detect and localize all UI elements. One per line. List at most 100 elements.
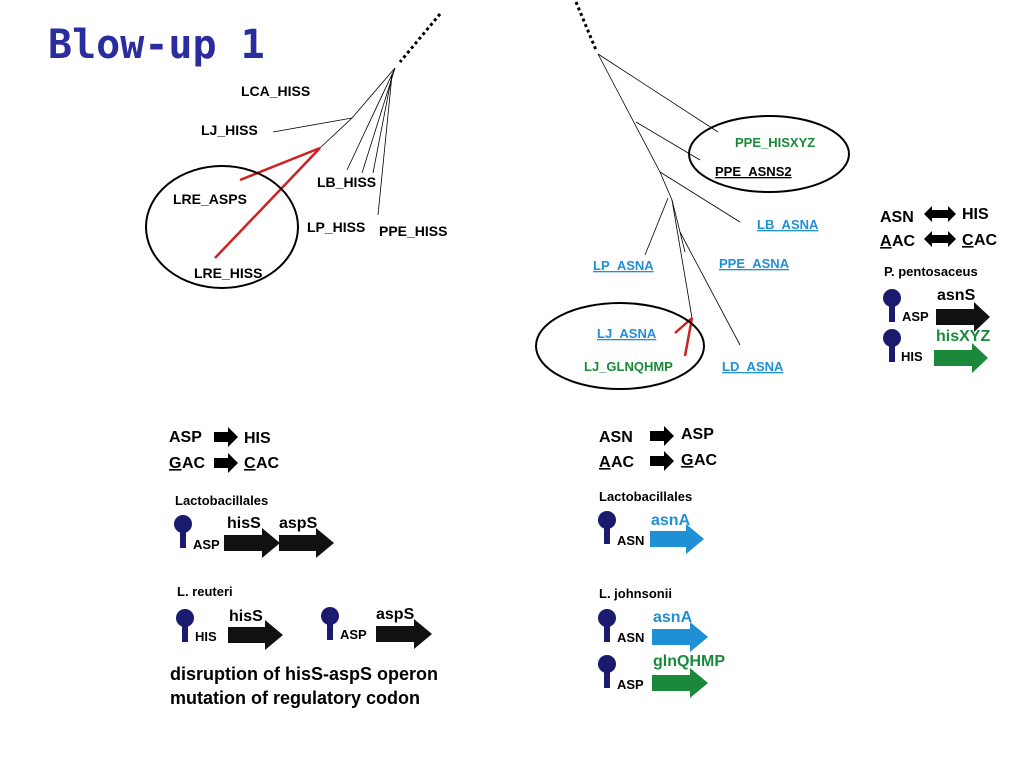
left-tree: LCA_HISS LJ_HISS LRE_ASPS LB_HISS LP_HIS… xyxy=(145,13,447,289)
label-lb-hiss: LB_HISS xyxy=(317,174,376,190)
label-ppe-hiss: PPE_HISS xyxy=(379,223,447,239)
right-tree-root-dotted xyxy=(574,1,598,51)
gene-arrow-black xyxy=(279,528,334,558)
legend-right-ligand1: ASP xyxy=(902,309,929,324)
legend-right-row2-right-rest: AC xyxy=(974,232,998,249)
gene-arrow-blue xyxy=(650,524,704,554)
legend-mid-row2-to-underlined: G xyxy=(681,452,693,469)
legend-right-row2-left-underlined: A xyxy=(880,233,892,250)
legend-mid-row1-from: ASN xyxy=(599,429,633,446)
left-tree-root-dotted xyxy=(398,13,442,63)
legend-left-group2: L. reuteri xyxy=(177,584,233,599)
right-arrow-icon xyxy=(214,427,238,447)
legend-left-row2-to-rest: AC xyxy=(256,455,280,472)
legend-mid-row2-from-rest: AC xyxy=(611,454,635,471)
legend-mid-group2-gene2: glnQHMP xyxy=(653,653,725,670)
right-tree-branch xyxy=(671,199,693,319)
left-tree-branch xyxy=(361,67,396,174)
legend-right-ligand2: HIS xyxy=(901,349,923,364)
legend-left: ASP HIS G AC C AC Lactobacillales ASP hi… xyxy=(169,427,438,708)
terminator-icon xyxy=(598,655,616,688)
legend-mid-row2-from-underlined: A xyxy=(599,454,611,471)
terminator-icon xyxy=(598,609,616,642)
legend-right-row2-right-underlined: C xyxy=(962,232,974,249)
legend-mid-group2-gene1: asnA xyxy=(653,609,693,626)
left-tree-branch xyxy=(377,74,393,216)
left-tree-branch xyxy=(319,117,353,149)
right-tree-branch xyxy=(644,197,669,256)
right-tree: PPE_HISXYZ PPE_ASNS2 LB_ASNA LP_ASNA PPE… xyxy=(535,1,850,390)
legend-left-group1-gene2: aspS xyxy=(279,515,318,532)
legend-mid-row1-to: ASP xyxy=(681,426,714,443)
legend-right-species: P. pentosaceus xyxy=(884,264,978,279)
right-tree-branch xyxy=(635,121,701,161)
gene-arrow-black xyxy=(224,528,280,558)
label-lre-asps: LRE_ASPS xyxy=(173,191,247,207)
label-lre-hiss: LRE_HISS xyxy=(194,265,262,281)
terminator-icon xyxy=(176,609,194,642)
terminator-icon xyxy=(883,329,901,362)
label-ppe-asns2: PPE_ASNS2 xyxy=(715,164,792,179)
legend-right-gene1: asnS xyxy=(937,287,976,304)
legend-left-group1-ligand: ASP xyxy=(193,537,220,552)
legend-left-row2-to-underlined: C xyxy=(244,455,256,472)
legend-left-row2-from-underlined: G xyxy=(169,455,181,472)
right-tree-red-branch xyxy=(683,317,694,357)
right-tree-branch xyxy=(659,171,673,201)
legend-left-row2-from-rest: AC xyxy=(182,455,206,472)
label-ld-asna: LD_ASNA xyxy=(722,359,784,374)
terminator-icon xyxy=(598,511,616,544)
legend-mid-group2-ligand1: ASN xyxy=(617,630,644,645)
left-tree-branch xyxy=(346,67,396,171)
double-arrow-icon xyxy=(924,206,956,222)
legend-right-gene2: hisXYZ xyxy=(936,328,990,345)
legend-mid-group1-gene: asnA xyxy=(651,512,691,529)
legend-mid-group1-ligand: ASN xyxy=(617,533,644,548)
legend-mid-group1: Lactobacillales xyxy=(599,489,692,504)
legend-left-group2-gene2: aspS xyxy=(376,606,415,623)
legend-right-row1-right: HIS xyxy=(962,206,989,223)
right-tree-branch xyxy=(597,53,661,173)
legend-right: ASN HIS A AC C AC P. pentosaceus ASP asn… xyxy=(880,206,998,373)
gene-arrow-green xyxy=(934,343,988,373)
label-lp-hiss: LP_HISS xyxy=(307,219,365,235)
legend-right-row1-left: ASN xyxy=(880,209,914,226)
gene-arrow-black xyxy=(376,619,432,649)
label-lca-hiss: LCA_HISS xyxy=(241,83,310,99)
right-bottom-highlight-ellipse xyxy=(535,302,705,390)
left-tree-branch xyxy=(351,67,396,119)
left-highlight-ellipse xyxy=(145,165,299,289)
gene-arrow-black xyxy=(228,620,283,650)
left-tree-branch xyxy=(272,117,353,133)
label-lj-asna: LJ_ASNA xyxy=(597,326,657,341)
legend-left-group2-ligand1: HIS xyxy=(195,629,217,644)
double-arrow-icon xyxy=(924,231,956,247)
right-arrow-icon xyxy=(214,453,238,473)
right-top-highlight-ellipse xyxy=(688,115,850,193)
gene-arrow-blue xyxy=(652,622,708,652)
legend-left-group1: Lactobacillales xyxy=(175,493,268,508)
label-lj-hiss: LJ_HISS xyxy=(201,122,258,138)
right-tree-branch xyxy=(671,199,686,253)
left-tree-red-branch xyxy=(239,146,321,182)
right-tree-branch xyxy=(597,53,719,133)
left-tree-branch xyxy=(372,74,393,174)
legend-mid-row2-to-rest: AC xyxy=(694,452,718,469)
legend-left-row1-to: HIS xyxy=(244,430,271,447)
label-lj-glnqhmp: LJ_GLNQHMP xyxy=(584,359,673,374)
legend-mid-group2: L. johnsonii xyxy=(599,586,672,601)
right-tree-branch xyxy=(659,171,741,223)
legend-left-note-line2: mutation of regulatory codon xyxy=(170,688,420,708)
terminator-icon xyxy=(174,515,192,548)
page-title: Blow-up 1 xyxy=(48,22,265,68)
right-arrow-icon xyxy=(650,426,674,446)
terminator-icon xyxy=(883,289,901,322)
legend-left-row1-from: ASP xyxy=(169,429,202,446)
legend-mid-group2-ligand2: ASP xyxy=(617,677,644,692)
left-tree-red-branch xyxy=(214,147,321,259)
gene-arrow-green xyxy=(652,668,708,698)
right-arrow-icon xyxy=(650,451,674,471)
label-lb-asna: LB_ASNA xyxy=(757,217,819,232)
label-lp-asna: LP_ASNA xyxy=(593,258,654,273)
